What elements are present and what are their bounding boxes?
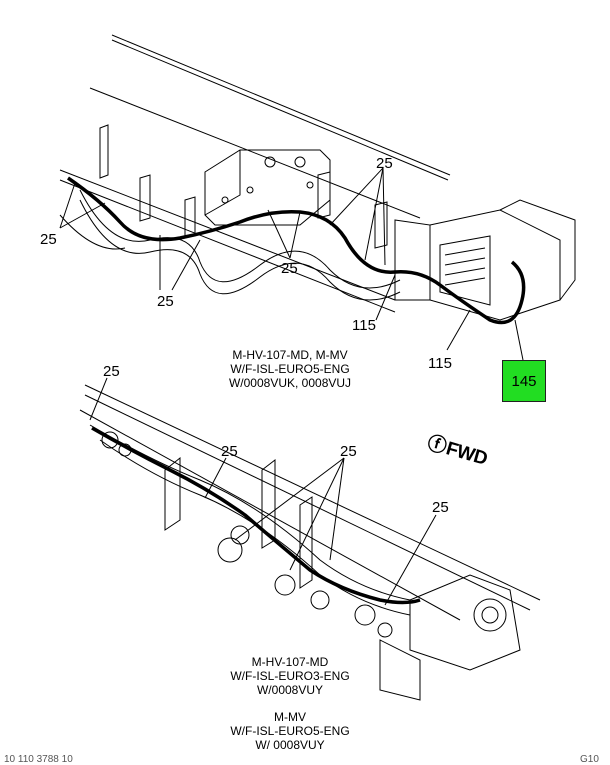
callout-115-b: 115: [428, 355, 452, 372]
callout-115-a: 115: [352, 317, 376, 334]
highlighted-part-145[interactable]: 145: [502, 360, 546, 402]
top-frame-rails: [59, 34, 576, 321]
top-harness: [67, 176, 526, 325]
page-ref: G10: [580, 754, 599, 765]
caption-line: W/F-ISL-EURO5-ENG: [230, 362, 350, 376]
caption-line: W/F-ISL-EURO3-ENG: [230, 669, 350, 683]
caption-line: M-HV-107-MD: [251, 655, 329, 669]
callout-25-h: 25: [432, 499, 449, 516]
caption-line: W/F-ISL-EURO5-ENG: [230, 724, 350, 738]
bottom-harness: [91, 426, 421, 605]
caption-line: M-MV: [274, 710, 306, 724]
callout-25-g: 25: [340, 443, 357, 460]
callout-25-f: 25: [221, 443, 238, 460]
callout-25-e: 25: [103, 363, 120, 380]
callout-labels: 25 25 25 25 115 115 25 25 25 25: [40, 155, 452, 516]
caption-bottom-1: M-HV-107-MD W/F-ISL-EURO3-ENG W/0008VUY: [210, 655, 370, 697]
bottom-frame-rails: [79, 384, 541, 701]
bottom-leader-lines: [89, 377, 437, 606]
caption-top: M-HV-107-MD, M-MV W/F-ISL-EURO5-ENG W/00…: [200, 348, 380, 390]
caption-line: W/0008VUK, 0008VUJ: [228, 376, 352, 390]
caption-line: W/0008VUY: [256, 683, 324, 697]
top-leader-lines: [59, 167, 524, 361]
figure-id: 10 110 3788 10: [4, 754, 73, 765]
callout-25-b: 25: [157, 293, 174, 310]
caption-line: M-HV-107-MD, M-MV: [232, 348, 348, 362]
callout-25-c: 25: [281, 260, 298, 277]
callout-25-a: 25: [40, 231, 57, 248]
caption-bottom-2: M-MV W/F-ISL-EURO5-ENG W/ 0008VUY: [210, 710, 370, 752]
callout-25-d: 25: [376, 155, 393, 172]
caption-line: W/ 0008VUY: [255, 738, 325, 752]
